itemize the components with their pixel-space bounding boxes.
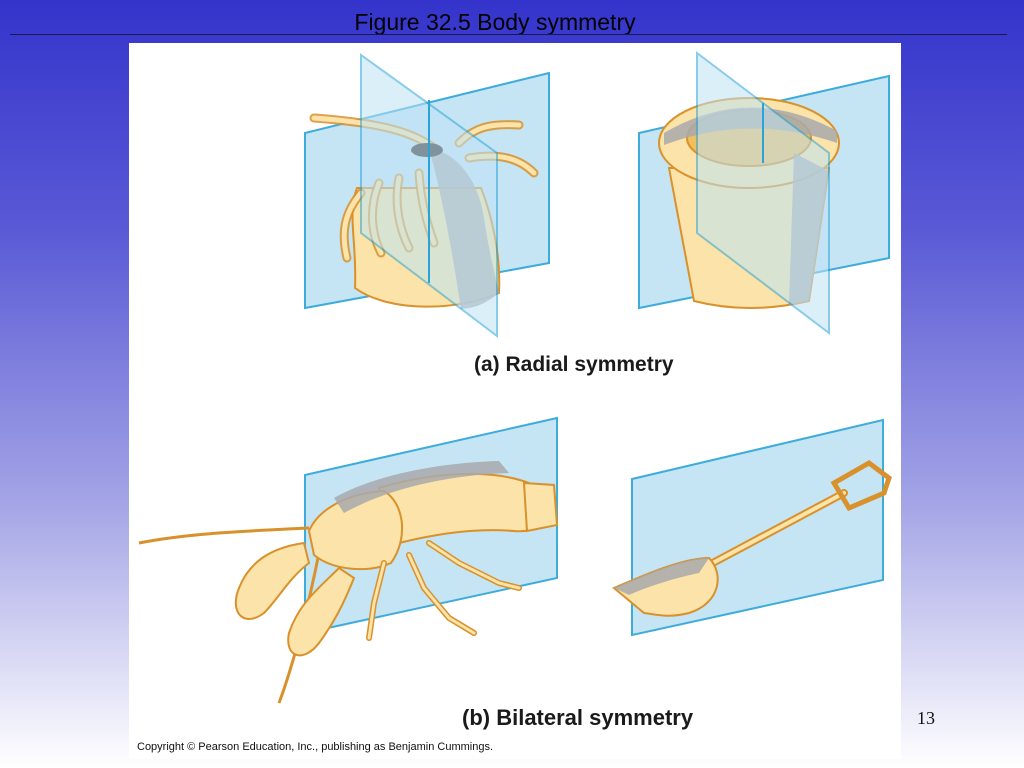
lobster-claw-right [287, 566, 356, 657]
shovel-illustration [612, 418, 892, 637]
shovel-shadow [614, 558, 709, 595]
copyright-notice: Copyright © Pearson Education, Inc., pub… [137, 741, 494, 753]
slide-title: Figure 32.5 Body symmetry [354, 9, 636, 35]
lobster-claw-left [234, 541, 311, 620]
lobster-tail [522, 481, 559, 533]
flower-pot-illustration [638, 50, 890, 336]
pot-plane-vertical [696, 50, 830, 336]
lobster-antenna [138, 526, 310, 545]
figure-panel: (a) Radial symmetry (b) Bilateral symmet… [129, 43, 901, 759]
page-number: 13 [917, 708, 935, 728]
sea-anemone-illustration [304, 53, 550, 339]
shovel-grip [830, 460, 892, 512]
caption-radial-symmetry: (a) Radial symmetry [474, 353, 674, 376]
symmetry-figure [138, 50, 892, 704]
lobster-shadow [334, 461, 509, 513]
title-divider [10, 34, 1007, 35]
lobster-illustration [138, 416, 559, 704]
caption-bilateral-symmetry: (b) Bilateral symmetry [462, 705, 694, 730]
